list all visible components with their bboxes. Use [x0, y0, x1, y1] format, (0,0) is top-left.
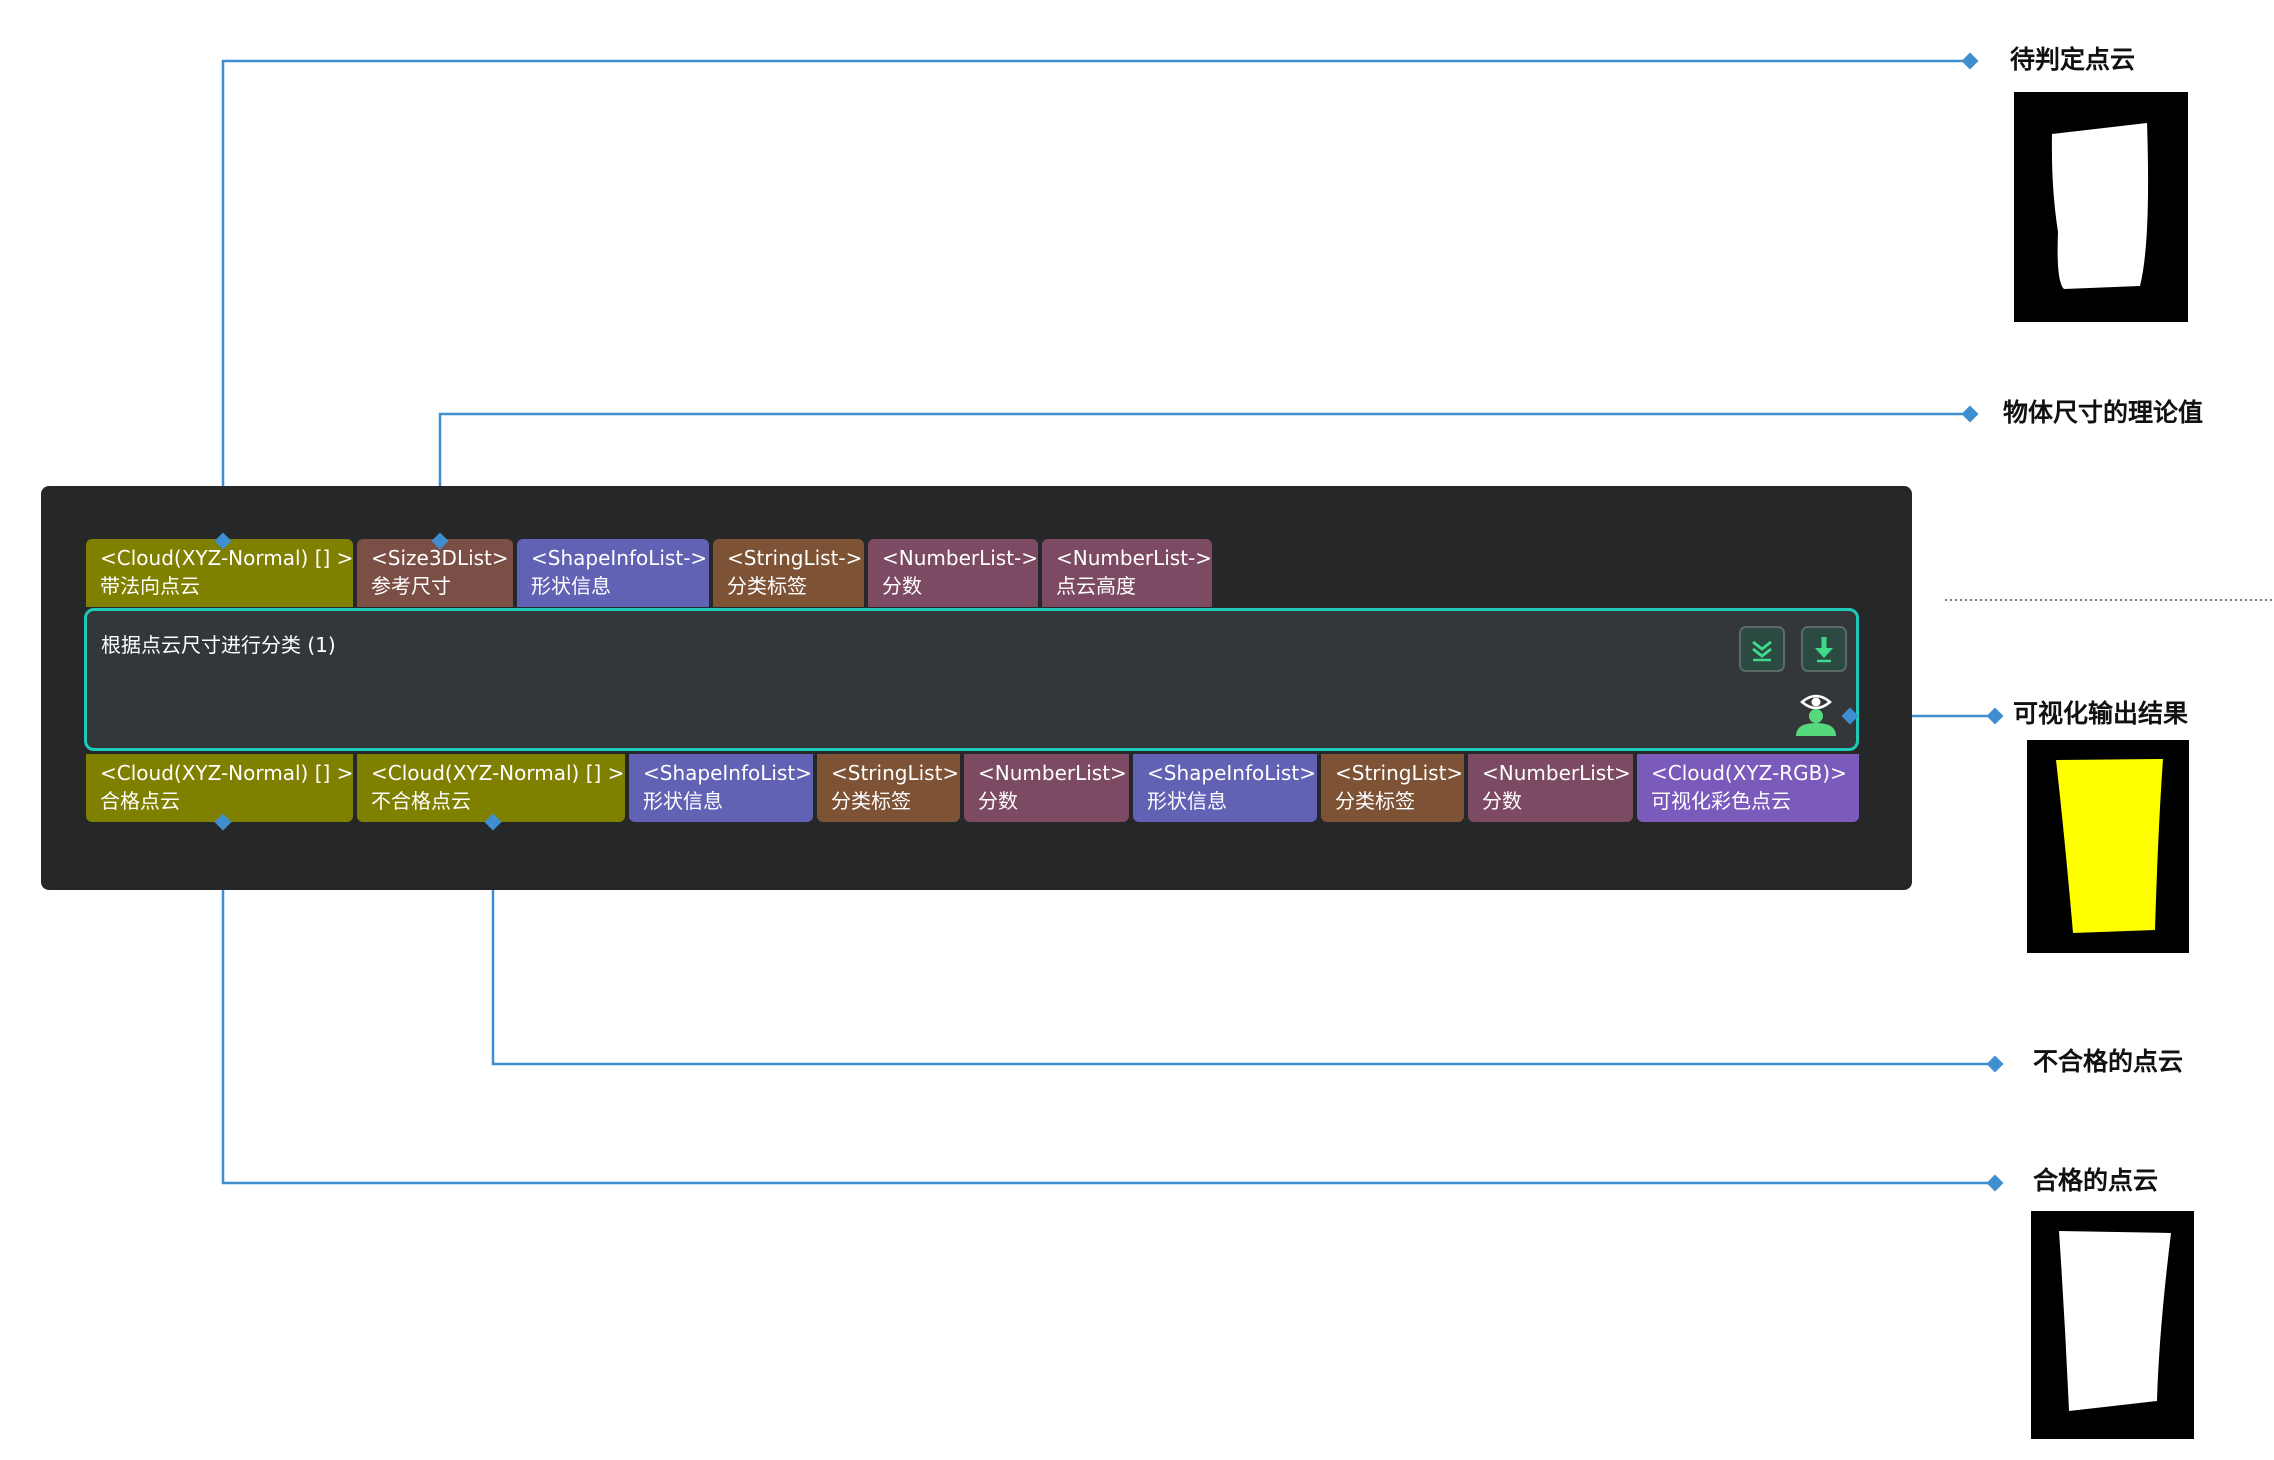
input-port-type: <Size3DList> — [371, 546, 509, 570]
output-port-type: <StringList> — [831, 761, 960, 785]
output-port-type: <Cloud(XYZ-RGB)> — [1651, 761, 1847, 785]
output-port-name: 形状信息 — [1147, 789, 1227, 813]
input-port-5[interactable]: <NumberList-> 点云高度 — [1042, 539, 1212, 607]
input-port-type: <NumberList-> — [1056, 546, 1212, 570]
input-port-name: 带法向点云 — [100, 574, 200, 598]
input-port-type: <StringList-> — [727, 546, 863, 570]
input-port-3[interactable]: <StringList-> 分类标签 — [713, 539, 864, 607]
output-port-name: 不合格点云 — [371, 789, 471, 813]
input-port-0[interactable]: <Cloud(XYZ-Normal) [] > 带法向点云 — [86, 539, 353, 607]
collapse-button[interactable] — [1739, 626, 1785, 672]
output-port-type: <StringList> — [1335, 761, 1464, 785]
output-port-4[interactable]: <NumberList> 分数 — [964, 754, 1129, 822]
download-button[interactable] — [1801, 626, 1847, 672]
input-port-name: 形状信息 — [531, 574, 611, 598]
output-port-6[interactable]: <StringList> 分类标签 — [1321, 754, 1464, 822]
label-unqualified: 不合格的点云 — [2033, 1047, 2184, 1076]
output-port-name: 分数 — [1482, 789, 1522, 813]
node-body[interactable]: 根据点云尺寸进行分类 (1) — [84, 608, 1859, 751]
node-title: 根据点云尺寸进行分类 (1) — [101, 633, 336, 657]
output-port-type: <NumberList> — [1482, 761, 1631, 785]
output-port-name: 分类标签 — [831, 789, 911, 813]
output-port-type: <ShapeInfoList> — [643, 761, 812, 785]
input-port-2[interactable]: <ShapeInfoList-> 形状信息 — [517, 539, 709, 607]
thumbnail-visualization — [2027, 740, 2189, 953]
input-port-name: 参考尺寸 — [371, 574, 451, 598]
input-port-name: 分数 — [882, 574, 922, 598]
output-port-name: 合格点云 — [100, 789, 180, 813]
input-port-name: 点云高度 — [1056, 574, 1136, 598]
download-arrow-icon — [1815, 637, 1833, 663]
input-port-1[interactable]: <Size3DList> 参考尺寸 — [357, 539, 513, 607]
output-port-8[interactable]: <Cloud(XYZ-RGB)> 可视化彩色点云 — [1637, 754, 1859, 822]
output-port-type: <Cloud(XYZ-Normal) [] > — [371, 761, 625, 785]
output-port-7[interactable]: <NumberList> 分数 — [1468, 754, 1633, 822]
output-port-5[interactable]: <ShapeInfoList> 形状信息 — [1133, 754, 1317, 822]
output-port-name: 分类标签 — [1335, 789, 1415, 813]
output-port-3[interactable]: <StringList> 分类标签 — [817, 754, 960, 822]
input-port-type: <ShapeInfoList-> — [531, 546, 708, 570]
input-port-4[interactable]: <NumberList-> 分数 — [868, 539, 1038, 607]
output-port-name: 可视化彩色点云 — [1651, 789, 1791, 813]
output-port-name: 分数 — [978, 789, 1018, 813]
label-qualified: 合格的点云 — [2033, 1166, 2159, 1195]
thumbnail-input-cloud — [2014, 92, 2188, 322]
output-port-type: <Cloud(XYZ-Normal) [] > — [100, 761, 353, 785]
output-port-2[interactable]: <ShapeInfoList> 形状信息 — [629, 754, 813, 822]
label-visualization: 可视化输出结果 — [2013, 699, 2189, 728]
label-input-cloud: 待判定点云 — [2010, 45, 2136, 74]
output-port-type: <ShapeInfoList> — [1147, 761, 1316, 785]
input-port-type: <NumberList-> — [882, 546, 1038, 570]
output-port-name: 形状信息 — [643, 789, 723, 813]
thumbnail-qualified — [2031, 1211, 2194, 1439]
visualize-eye-icon[interactable] — [1790, 692, 1842, 736]
label-reference-size: 物体尺寸的理论值 — [2003, 398, 2204, 427]
input-port-type: <Cloud(XYZ-Normal) [] > — [100, 546, 353, 570]
collapse-chevrons-icon — [1752, 640, 1772, 662]
output-port-type: <NumberList> — [978, 761, 1127, 785]
output-port-0[interactable]: <Cloud(XYZ-Normal) [] > 合格点云 — [86, 754, 353, 822]
output-port-1[interactable]: <Cloud(XYZ-Normal) [] > 不合格点云 — [357, 754, 625, 822]
input-port-name: 分类标签 — [727, 574, 807, 598]
